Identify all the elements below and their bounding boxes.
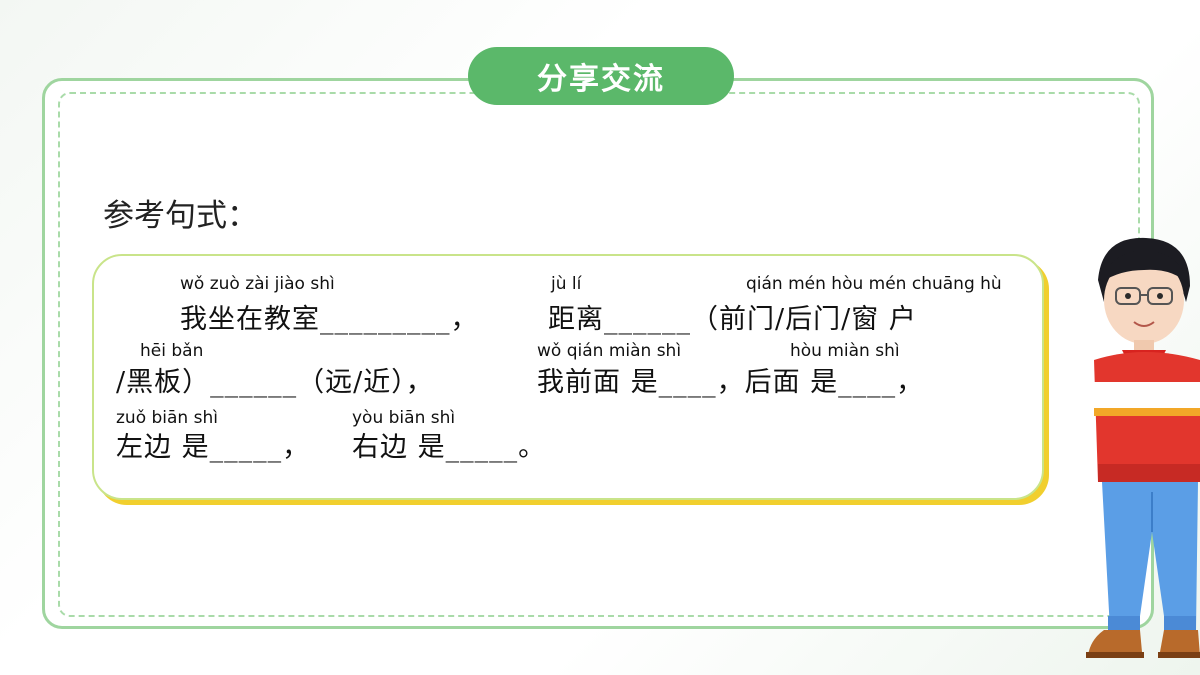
sentence-line-3a: 左边 是_____，	[116, 432, 311, 463]
reference-label: 参考句式：	[103, 198, 258, 234]
page-title: 分享交流	[468, 47, 734, 105]
pinyin-hei-ban: hēi bǎn	[140, 341, 204, 361]
pinyin-wo-zuo-zai-jiao-shi: wǒ zuò zài jiào shì	[180, 274, 335, 294]
pinyin-zuo-bian-shi: zuǒ biān shì	[116, 408, 218, 428]
pinyin-you-bian-shi: yòu biān shì	[352, 408, 456, 428]
pinyin-hou-mian-shi: hòu miàn shì	[790, 341, 900, 361]
sentence-line-3b: 右边 是_____。	[352, 432, 547, 463]
sentence-pattern-box	[92, 254, 1044, 500]
pinyin-ju-li: jù lí	[551, 274, 582, 294]
sentence-line-2b: 我前面 是____，后面 是____，	[537, 367, 925, 398]
sentence-line-1a: 我坐在教室_________，	[180, 304, 479, 335]
student-character-illustration	[1086, 237, 1200, 658]
pinyin-qian-men-hou-men-chuang-hu: qián mén hòu mén chuāng hù	[746, 274, 1002, 294]
sentence-line-1b: 距离______（前门/后门/窗 户	[548, 304, 917, 335]
pinyin-wo-qian-mian-shi: wǒ qián miàn shì	[537, 341, 682, 361]
sentence-line-2a: /黑板）______（远/近），	[116, 367, 434, 398]
